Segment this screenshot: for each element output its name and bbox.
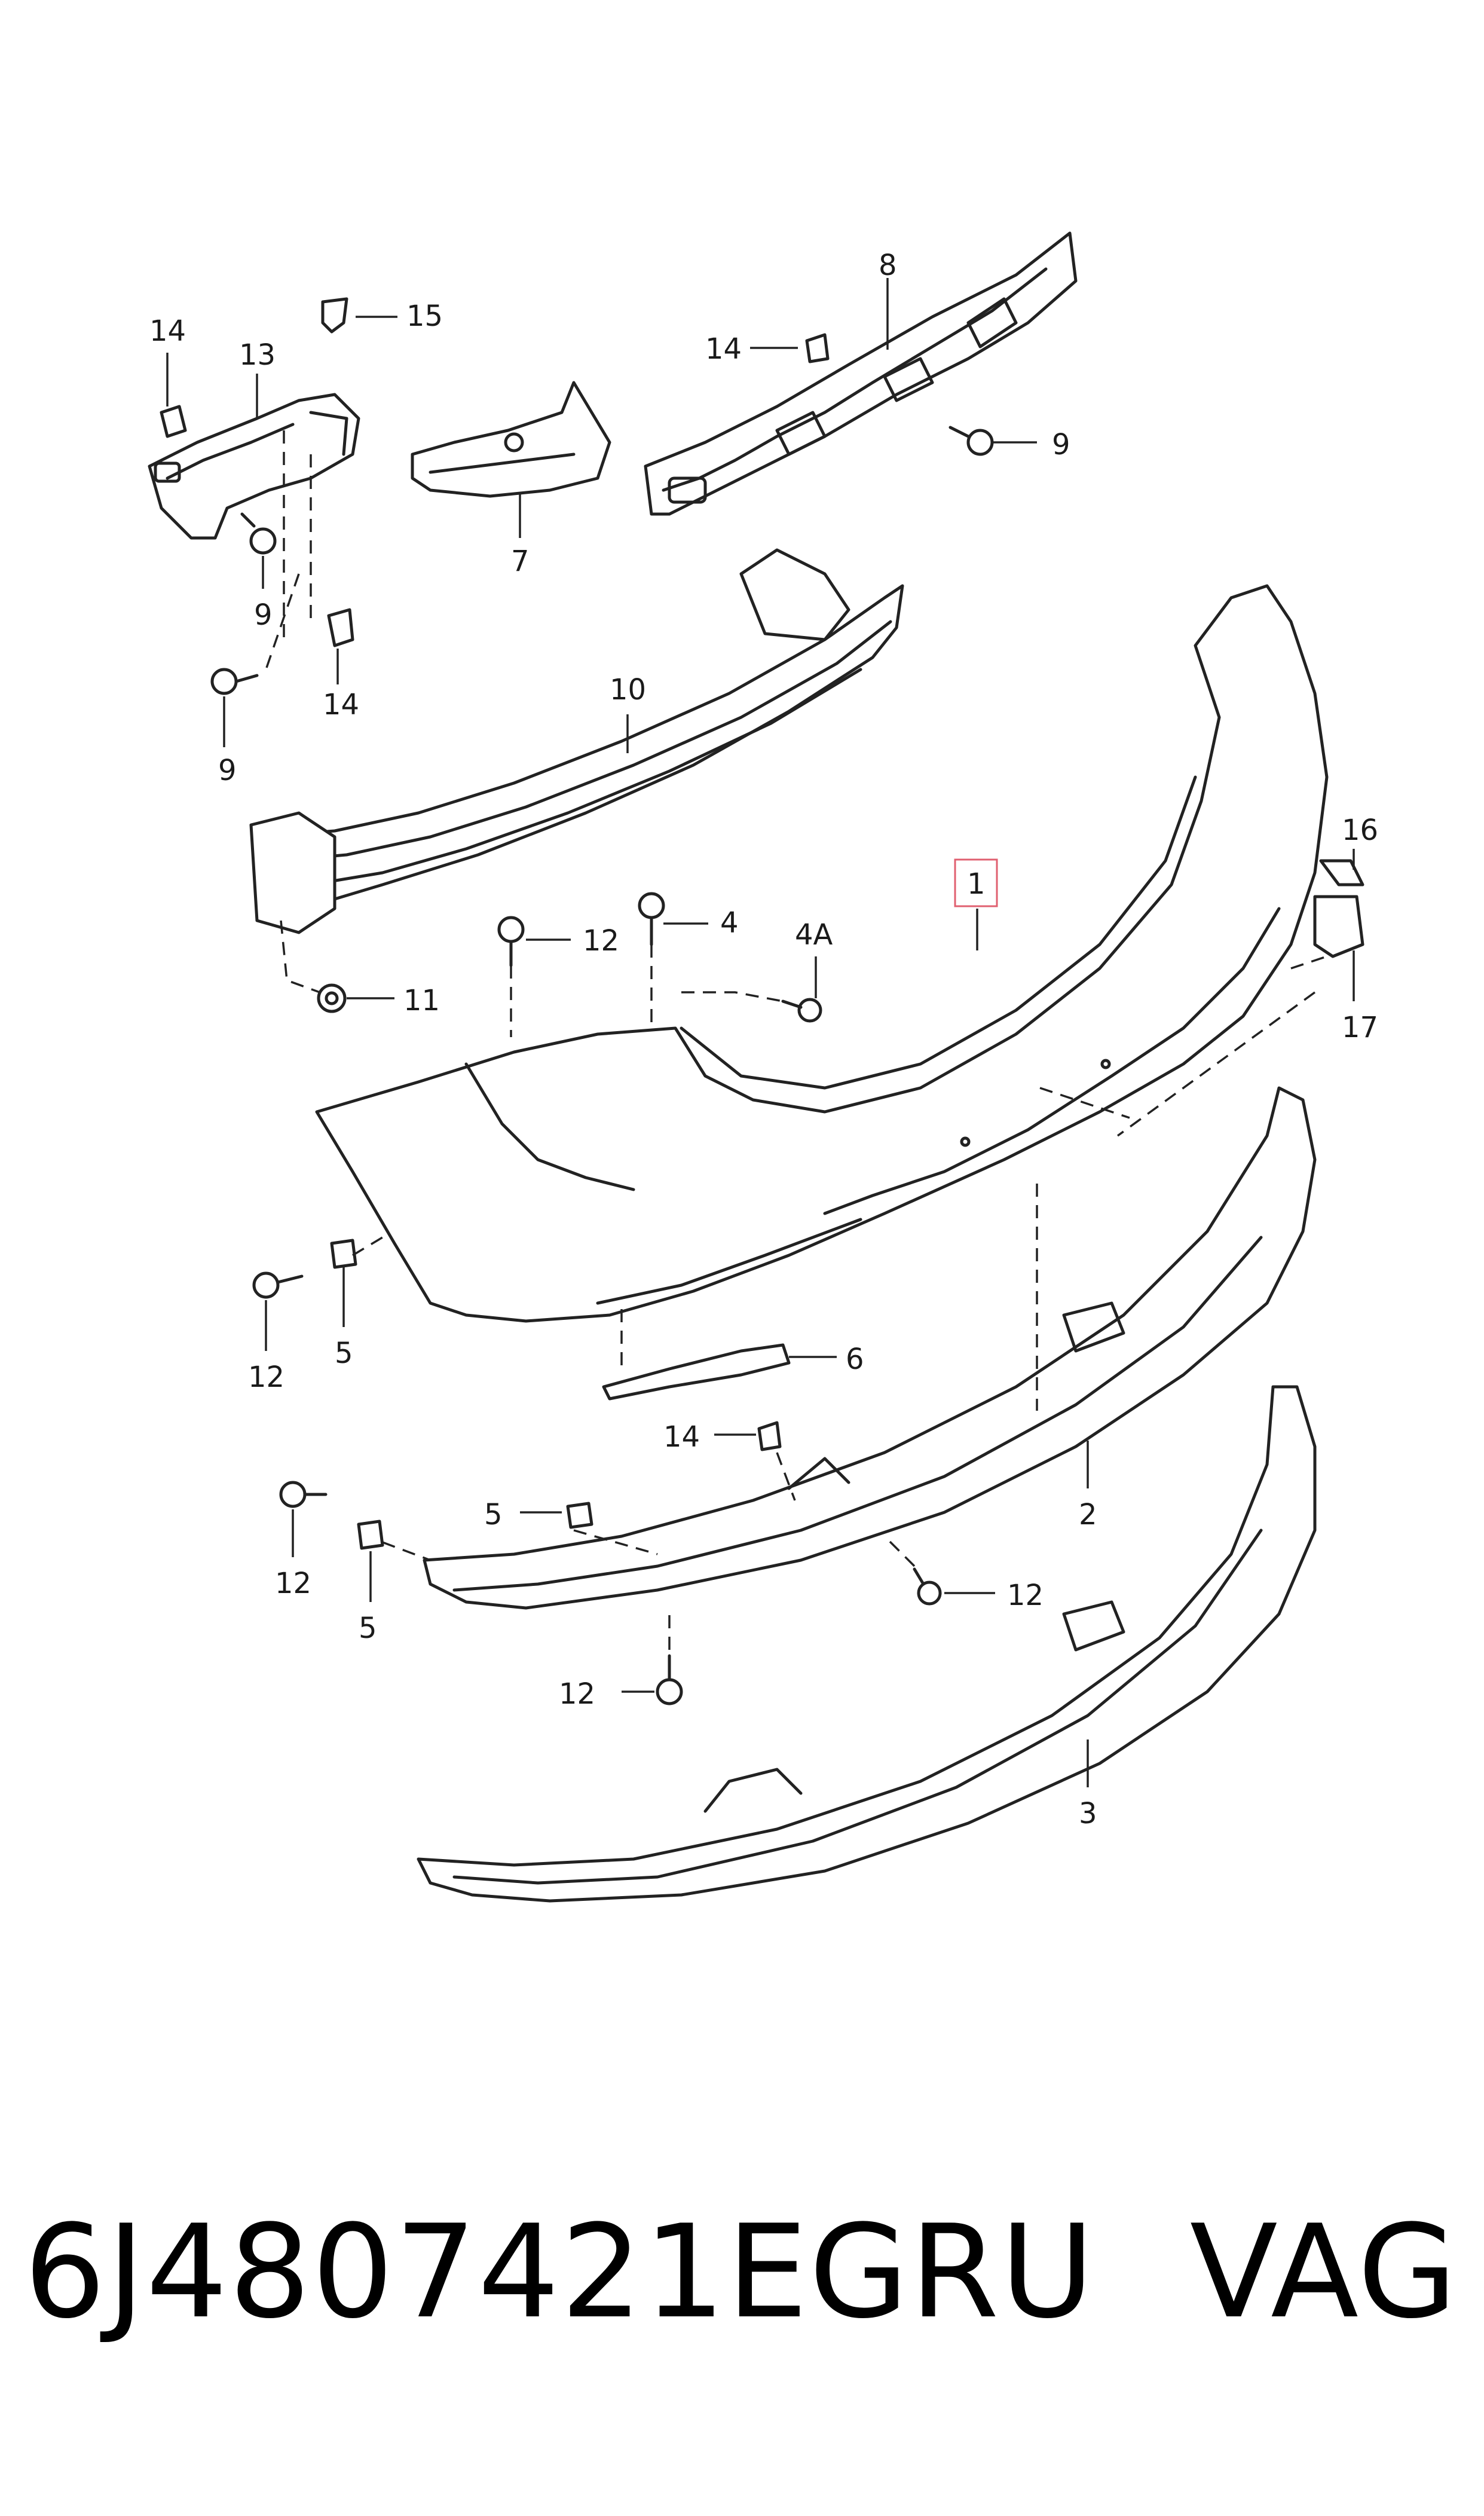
callout-5: 5: [484, 1498, 503, 1531]
callout-12: 12: [583, 924, 619, 958]
callout-3: 3: [1079, 1797, 1097, 1830]
callout-9: 9: [254, 598, 273, 632]
leader-lines: [166, 278, 1355, 1787]
part-number: 6J4807421EGRU: [24, 2196, 1096, 2347]
callout-16: 16: [1342, 814, 1378, 847]
callout-9: 9: [1052, 428, 1070, 461]
callout-17: 17: [1342, 1011, 1378, 1044]
part-8-bracket: [644, 231, 1078, 516]
callout-15: 15: [406, 299, 443, 333]
callout-12: 12: [1007, 1579, 1044, 1612]
callout-7: 7: [511, 545, 530, 578]
callout-5: 5: [359, 1612, 377, 1645]
callout-5: 5: [335, 1337, 353, 1370]
callout-8: 8: [879, 249, 897, 282]
callout-2: 2: [1079, 1498, 1097, 1531]
callout-9: 9: [218, 754, 237, 787]
brand-label: VAG: [1189, 2196, 1458, 2347]
callout-1: 1: [967, 867, 986, 901]
callout-14: 14: [663, 1420, 700, 1454]
callout-14: 14: [705, 332, 742, 366]
callout-11: 11: [403, 984, 440, 1017]
part-10-impact-beam: [249, 548, 904, 934]
exploded-parts-diagram: 8 14 9 14 13 15 7 9 14 9 10 11 12 4 4A 1…: [148, 231, 1378, 1903]
part-7-bracket: [411, 381, 611, 498]
callout-12: 12: [248, 1361, 284, 1394]
callout-14: 14: [323, 688, 359, 722]
assembly-lines: [265, 430, 1327, 1650]
callout-12: 12: [275, 1567, 311, 1600]
callout-4: 4: [720, 906, 739, 940]
part-16-17-clip: [1313, 859, 1364, 958]
callout-4A: 4A: [795, 918, 833, 952]
part-6-reflector: [602, 1343, 791, 1401]
part-1-bumper-cover: [315, 584, 1329, 1323]
callouts: 8 14 9 14 13 15 7 9 14 9 10 11 12 4 4A 1…: [149, 249, 1378, 1830]
callout-13: 13: [239, 338, 276, 372]
part-2-spoiler: [423, 1086, 1317, 1610]
callout-12: 12: [559, 1677, 595, 1711]
callout-6: 6: [846, 1343, 864, 1376]
part-3-lower-trim: [417, 1385, 1317, 1903]
callout-10: 10: [610, 673, 646, 707]
callout-14: 14: [149, 314, 186, 348]
fasteners: [160, 297, 994, 1705]
part-number-footer: 6J4807421EGRU VAG: [24, 2182, 1458, 2361]
part-13-bracket: [148, 393, 360, 540]
